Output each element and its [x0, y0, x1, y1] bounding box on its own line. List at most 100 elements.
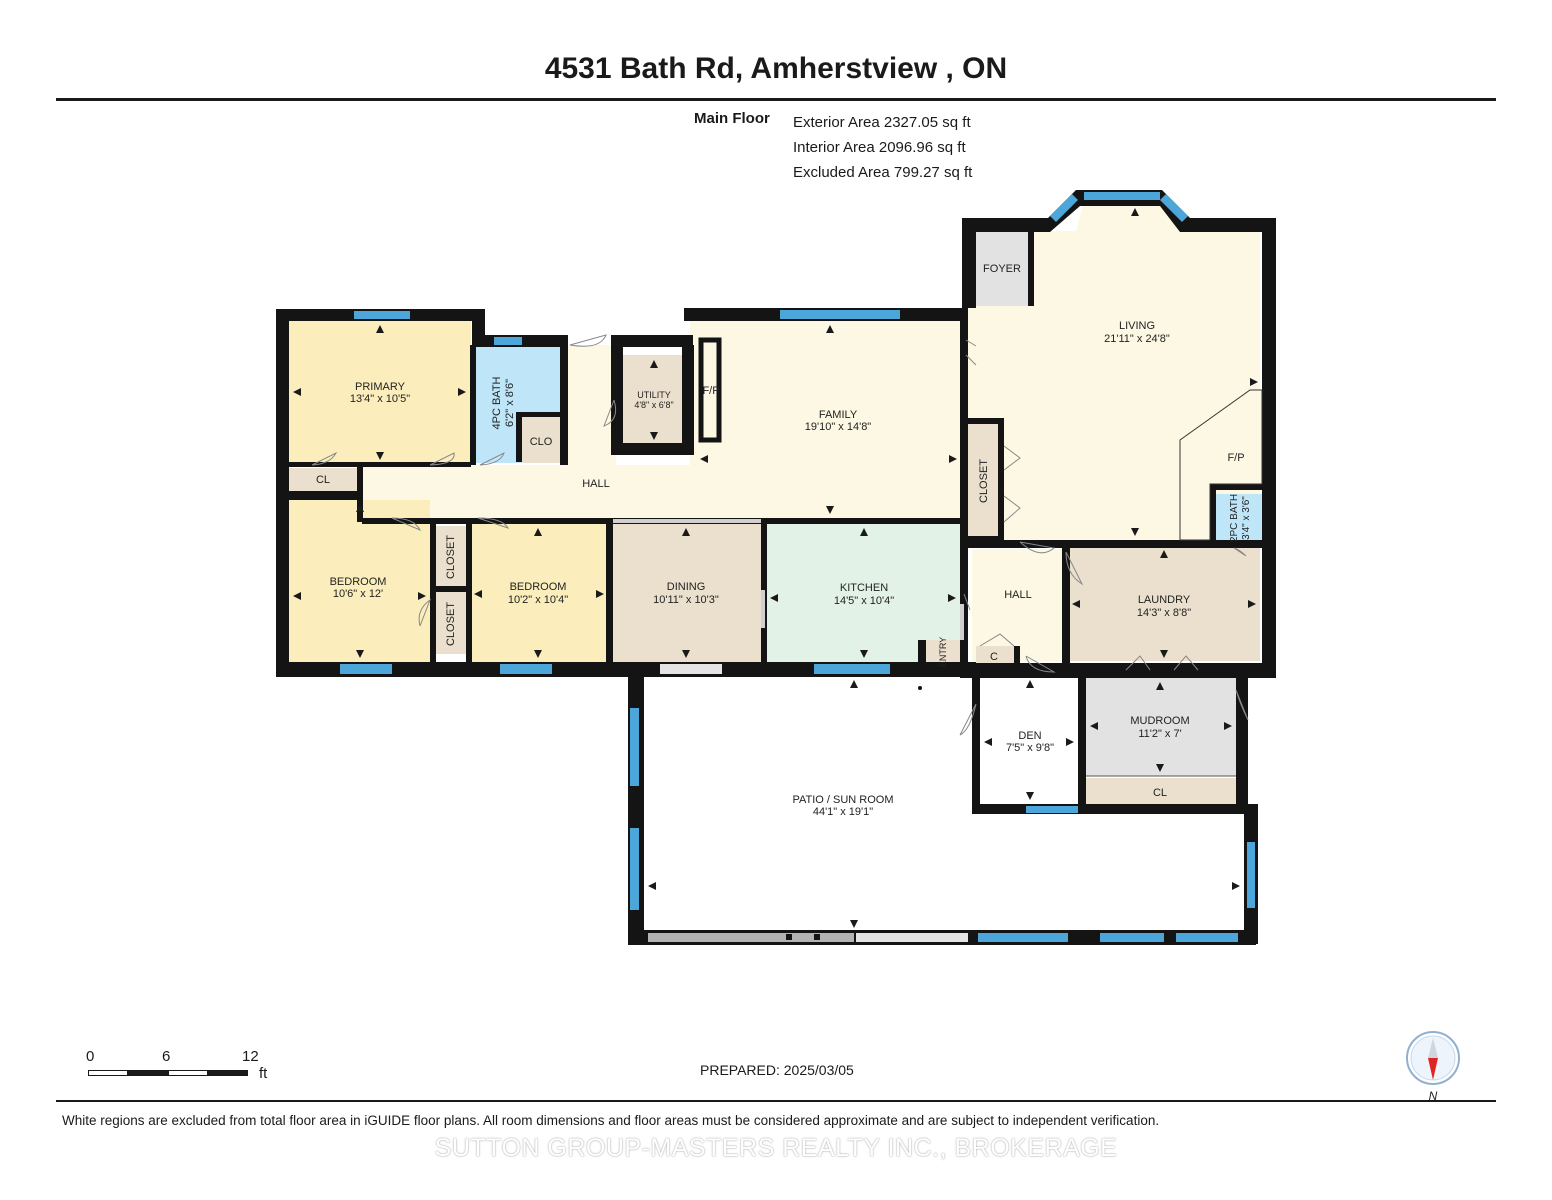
room-name: KITCHEN — [840, 582, 888, 594]
scale-tick-12: 12 — [242, 1048, 259, 1065]
svg-text:N: N — [1429, 1089, 1438, 1102]
svg-text:14'3" x 8'8": 14'3" x 8'8" — [1137, 607, 1191, 619]
svg-text:11'2" x 7': 11'2" x 7' — [1138, 728, 1181, 740]
room-name: PATIO / SUN ROOM — [792, 794, 893, 806]
svg-text:HALL: HALL — [582, 478, 610, 490]
room-dims: 14'5" x 10'4" — [834, 595, 894, 607]
dining-room — [613, 524, 761, 662]
exterior-area: Exterior Area 2327.05 sq ft — [793, 114, 971, 131]
bath-2pc-room — [1216, 494, 1262, 540]
foyer-room — [976, 231, 1028, 306]
room-dims: 10'2" x 10'4" — [508, 594, 568, 606]
svg-text:10'2" x 10'4": 10'2" x 10'4" — [508, 594, 568, 606]
room-dims: 10'11" x 10'3" — [653, 594, 719, 606]
room-name: CL — [316, 474, 330, 486]
svg-text:F/P: F/P — [1227, 452, 1244, 464]
floor-label: Main Floor — [694, 110, 770, 127]
svg-text:F/P: F/P — [702, 385, 719, 397]
room-name: CLOSET — [445, 535, 457, 579]
room-name: FOYER — [983, 263, 1021, 275]
room-name: CLOSET — [978, 459, 990, 503]
svg-text:BEDROOM: BEDROOM — [330, 576, 387, 588]
compass: N — [1404, 1030, 1462, 1103]
room-dims: 4'8" x 6'8" — [634, 400, 673, 410]
room-name: F/P — [702, 385, 719, 397]
cl-mudroom-room — [1086, 778, 1236, 804]
room-name: HALL — [582, 478, 610, 490]
room-dims: 14'3" x 8'8" — [1137, 607, 1191, 619]
hall-room — [362, 465, 962, 520]
svg-text:6'2" x 8'6": 6'2" x 8'6" — [504, 379, 516, 427]
room-dims: 19'10" x 14'8" — [805, 421, 872, 433]
utility-room — [622, 355, 684, 443]
svg-text:CL: CL — [316, 474, 330, 486]
room-name: LAUNDRY — [1138, 594, 1191, 606]
room-name: 4PC BATH — [491, 376, 503, 429]
scale-seg-4 — [208, 1070, 248, 1076]
svg-text:PATIO / SUN ROOM: PATIO / SUN ROOM — [792, 794, 893, 806]
room-name: BEDROOM — [330, 576, 387, 588]
c-room — [976, 646, 1014, 663]
interior-area: Interior Area 2096.96 sq ft — [793, 139, 966, 156]
svg-text:KITCHEN: KITCHEN — [840, 582, 888, 594]
mudroom-room — [1086, 678, 1236, 776]
room-name: DINING — [667, 581, 706, 593]
living-fireplace — [1179, 389, 1263, 541]
living-lower-room — [1000, 420, 1180, 540]
svg-text:UTILITY: UTILITY — [637, 390, 671, 400]
room-dims: 21'11" x 24'8" — [1104, 333, 1170, 345]
scale-seg-3 — [168, 1070, 208, 1076]
svg-text:4'8" x 6'8": 4'8" x 6'8" — [634, 400, 673, 410]
compass-icon: N — [1406, 1031, 1460, 1103]
room-name: UTILITY — [637, 390, 671, 400]
prepared-date: PREPARED: 2025/03/05 — [700, 1062, 854, 1078]
top-rule — [56, 98, 1496, 101]
room-name: HALL — [1004, 589, 1032, 601]
svg-text:ENTRY: ENTRY — [938, 637, 948, 667]
svg-text:14'5" x 10'4": 14'5" x 10'4" — [834, 595, 894, 607]
excluded-area: Excluded Area 799.27 sq ft — [793, 164, 973, 181]
svg-text:DEN: DEN — [1018, 730, 1041, 742]
room-name: FAMILY — [819, 409, 858, 421]
area-summary: Exterior Area 2327.05 sq ft Interior Are… — [793, 110, 972, 185]
sensor-dot — [918, 686, 922, 690]
room-dims: 10'6" x 12' — [333, 588, 383, 600]
svg-text:CLOSET: CLOSET — [445, 535, 457, 579]
svg-text:3'4" x 3'6": 3'4" x 3'6" — [1241, 496, 1252, 540]
room-dims: 7'5" x 9'8" — [1006, 742, 1054, 754]
room-name: LIVING — [1119, 320, 1155, 332]
room-name: ENTRY — [938, 637, 948, 667]
room-name: MUDROOM — [1130, 715, 1189, 727]
kitchen-room — [766, 524, 960, 662]
bedroom-1-room — [289, 500, 430, 662]
entry-room — [926, 640, 960, 662]
svg-text:FOYER: FOYER — [983, 263, 1021, 275]
closet-1-room — [435, 526, 466, 586]
room-name: C — [990, 651, 998, 663]
room-name: DEN — [1018, 730, 1041, 742]
room-dims: 11'2" x 7' — [1138, 728, 1181, 740]
primary-room — [289, 320, 471, 465]
svg-text:CL: CL — [1153, 787, 1167, 799]
svg-text:MUDROOM: MUDROOM — [1130, 715, 1189, 727]
hall-lower-room — [972, 549, 1062, 661]
page-title: 4531 Bath Rd, Amherstview , ON — [544, 52, 1008, 85]
brokerage-watermark: SUTTON GROUP-MASTERS REALTY INC., BROKER… — [434, 1134, 1118, 1162]
room-labels: PRIMARY 13'4" x 10'5" 4PC BATH 6'2" x 8'… — [316, 263, 1252, 818]
svg-text:LIVING: LIVING — [1119, 320, 1155, 332]
svg-text:HALL: HALL — [1004, 589, 1032, 601]
room-fills — [289, 202, 1262, 804]
closet-2-room — [435, 592, 466, 654]
dimension-arrows — [293, 208, 1258, 928]
room-name: CLO — [530, 436, 553, 448]
svg-text:FAMILY: FAMILY — [819, 409, 858, 421]
room-name: BEDROOM — [510, 581, 567, 593]
scale-seg-2 — [128, 1070, 168, 1076]
bottom-rule — [56, 1100, 1496, 1102]
cl-hall-room — [289, 468, 357, 491]
scale-bar: 0 6 12 ft — [86, 1048, 286, 1088]
svg-text:CLO: CLO — [530, 436, 553, 448]
svg-text:C: C — [990, 651, 998, 663]
laundry-room — [1068, 546, 1260, 661]
svg-text:PRIMARY: PRIMARY — [355, 381, 406, 393]
